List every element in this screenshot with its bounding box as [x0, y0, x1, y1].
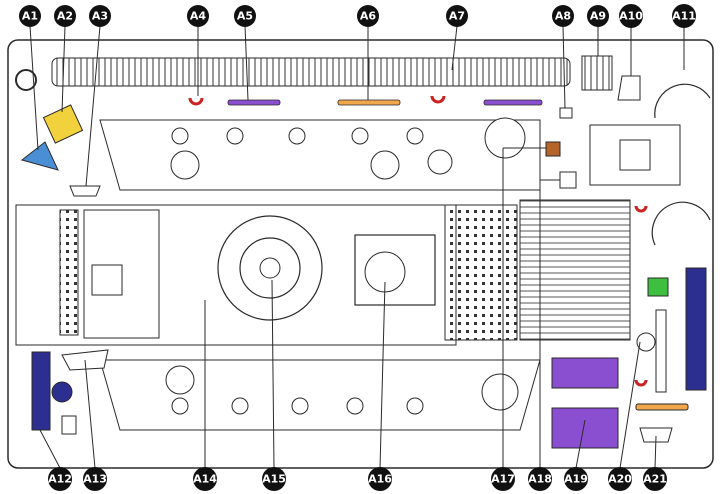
rod-part-a6: [337, 99, 401, 106]
long-spring: [685, 267, 707, 391]
svg-text:A11: A11: [672, 10, 696, 23]
spring-coil-a19: [551, 407, 619, 449]
label-a21: A21: [643, 467, 667, 491]
rod-part-blue: [483, 99, 543, 106]
road-wheels-bottom: [165, 365, 519, 415]
logo-mark: [15, 69, 37, 91]
svg-text:A17: A17: [491, 473, 515, 486]
side-rivets-left: [59, 209, 79, 336]
label-a1: A1: [19, 5, 41, 27]
deck-hatch: [91, 264, 123, 296]
svg-text:A18: A18: [528, 473, 552, 486]
switch-part: [61, 415, 77, 435]
spring-part-a12: [31, 351, 51, 431]
svg-text:A6: A6: [360, 10, 377, 23]
track-strip: [51, 57, 571, 87]
label-a18: A18: [528, 467, 552, 491]
svg-text:A2: A2: [57, 10, 73, 23]
wheel-part: [51, 381, 73, 403]
label-a12: A12: [48, 467, 72, 491]
ruler-part: [655, 309, 667, 393]
spring-part-a2: [42, 104, 84, 144]
label-a14: A14: [193, 467, 217, 491]
rod-part-lower: [635, 403, 689, 411]
leader-lines: [29, 25, 685, 469]
magnet-part-a7: [430, 95, 446, 104]
arc-part-a11: [654, 83, 711, 119]
hull-bottom-panel: [99, 359, 541, 431]
label-a15: A15: [262, 467, 286, 491]
label-a4: A4: [187, 5, 209, 27]
connector-a18: [559, 171, 577, 189]
svg-text:A21: A21: [643, 473, 667, 486]
track-segment-a9: [581, 55, 613, 91]
svg-text:A14: A14: [193, 473, 217, 486]
svg-text:A5: A5: [237, 10, 253, 23]
label-a16: A16: [368, 467, 392, 491]
clip-part-a10: [617, 75, 641, 101]
bracket-part-a3: [69, 185, 101, 197]
svg-text:A4: A4: [190, 10, 207, 23]
label-a7: A7: [446, 5, 468, 27]
green-gear: [647, 277, 669, 297]
label-a20: A20: [608, 467, 632, 491]
hull-top-panel: [99, 119, 541, 191]
ribbed-panel: [519, 199, 631, 341]
label-a11: A11: [672, 4, 696, 28]
arc-part-lower: [651, 201, 711, 246]
label-a13: A13: [83, 467, 107, 491]
right-bracket-window: [619, 139, 651, 171]
magnet-part-a20: [634, 379, 648, 387]
label-a3: A3: [89, 5, 111, 27]
svg-text:A13: A13: [83, 473, 107, 486]
connector-a17: [545, 141, 561, 157]
svg-text:A10: A10: [619, 10, 643, 23]
label-a17: A17: [491, 467, 515, 491]
magnet-part-right: [634, 205, 648, 213]
rod-part-a5: [227, 99, 281, 106]
label-a6: A6: [357, 5, 379, 27]
washer-a20: [636, 332, 656, 352]
svg-text:A8: A8: [555, 10, 571, 23]
label-a5: A5: [234, 5, 256, 27]
svg-text:A1: A1: [22, 10, 38, 23]
svg-text:A16: A16: [368, 473, 392, 486]
svg-text:A9: A9: [590, 10, 606, 23]
svg-text:A19: A19: [564, 473, 588, 486]
turret-center: [259, 257, 281, 279]
label-a8: A8: [552, 5, 574, 27]
label-a2: A2: [54, 5, 76, 27]
grid-panel: [444, 204, 518, 341]
svg-text:A20: A20: [608, 473, 632, 486]
label-a19: A19: [564, 467, 588, 491]
label-a10: A10: [619, 4, 643, 28]
fan-part-a1: [20, 141, 59, 171]
magnet-part-a4: [188, 97, 204, 106]
svg-text:A12: A12: [48, 473, 72, 486]
spring-coil-upper: [551, 357, 619, 389]
clip-part-a21: [639, 427, 673, 443]
svg-text:A3: A3: [92, 10, 108, 23]
connector-a8: [559, 107, 573, 119]
svg-text:A7: A7: [449, 10, 465, 23]
label-a9: A9: [587, 5, 609, 27]
part-labels: A1 A2 A3 A4 A5 A6 A7 A8 A9 A10 A11 A12 A…: [19, 4, 696, 491]
svg-text:A15: A15: [262, 473, 286, 486]
